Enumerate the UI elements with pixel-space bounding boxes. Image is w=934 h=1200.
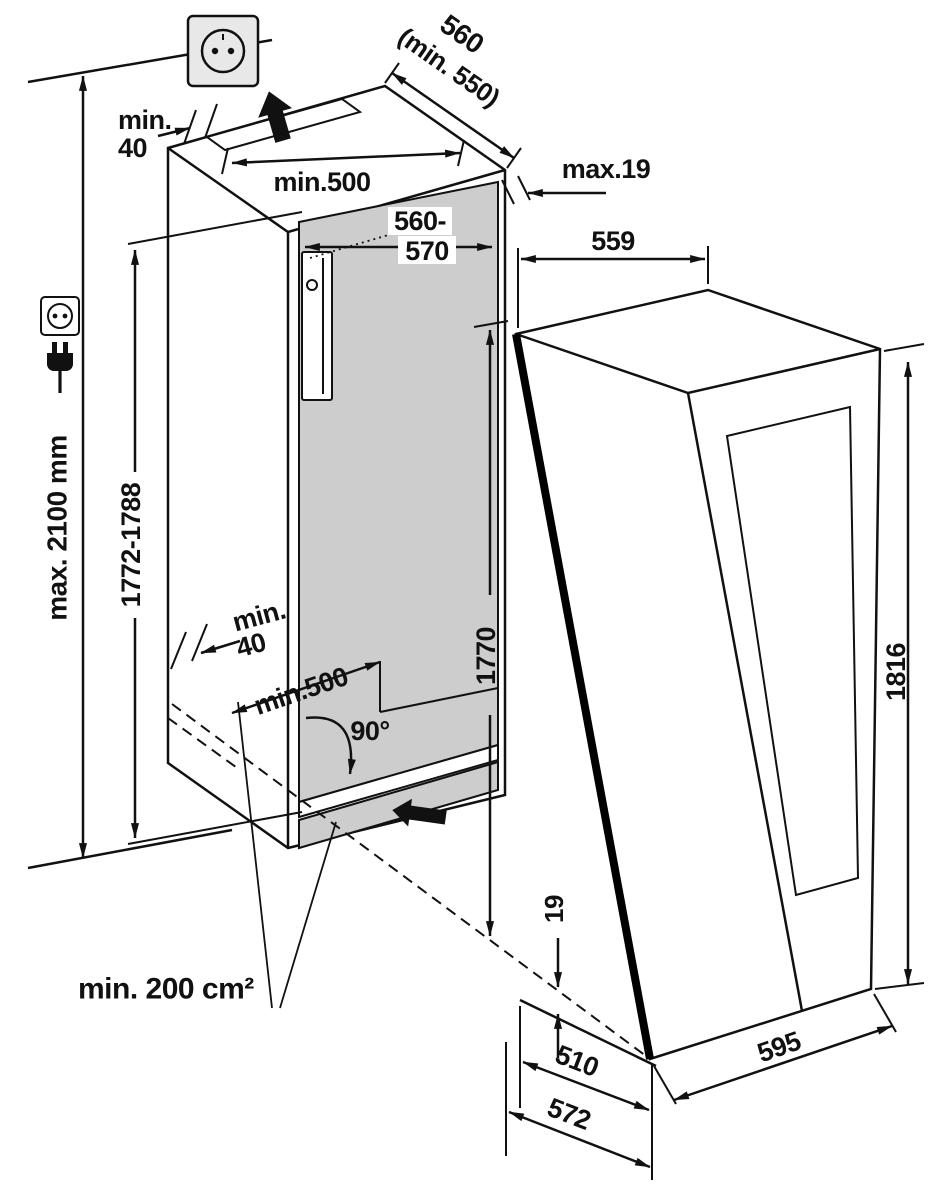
label-bg [398,236,456,264]
niche [298,180,499,850]
dim-bottom-vent-depth [231,660,381,715]
dim-depth-510 [522,1060,650,1112]
tick-line [183,109,197,145]
socket-hole [211,47,219,55]
arrow-top-gap [157,126,191,138]
label-niche-height: 1772-1788 [116,482,146,607]
plinth-vent-strip [298,760,499,850]
tick-line [204,103,218,139]
tick-line [191,623,208,662]
label-top-gap-1: min. [118,105,172,135]
ext-line [127,211,303,245]
label-bg [388,207,452,235]
hinge-hole [306,279,318,291]
airflow-up-arrow-icon [258,91,293,143]
ext-line [883,343,925,352]
label-top-gap-2: 40 [118,133,147,163]
vent-leader-2 [279,821,337,1009]
plug-body [47,353,73,371]
ext-line [874,982,925,990]
label-niche-width-2: 570 [405,236,449,266]
label-top-panel-thickness: max.19 [562,154,651,184]
label-door-angle: 90° [350,716,389,746]
appliance [512,288,882,1068]
socket-icon [186,14,260,88]
floor-front-edge [379,687,499,713]
arrow-bottom-gap [200,639,241,655]
base-alignment-dashed-line [171,703,651,1060]
label-overall-height: max. 2100 mm [42,435,73,620]
label-appliance-width: 595 [754,1026,805,1069]
vent-leader-1 [237,701,273,1009]
socket-well [200,28,246,74]
dim-depth-572 [508,1110,651,1169]
plug-pin [63,342,68,354]
dimension-lines [78,62,925,1180]
dashed-lines [167,703,651,1060]
hinge-plate [301,251,333,401]
label-appliance-depth: 559 [591,226,635,256]
outlet-hole [52,313,58,319]
label-niche-width-1: 560- [394,206,446,236]
plinth-recess-dashed-line [167,717,241,771]
plug-pin [52,342,57,354]
dim-top-vent-depth [231,149,461,167]
plug-icon [40,296,80,393]
outlet-hole [62,313,68,319]
door-panel-inset [725,405,860,897]
tick-line [501,179,515,205]
label-appliance-height: 1816 [881,642,911,701]
ext-line [653,1065,677,1105]
dotted-leader [309,230,403,259]
ext-line [384,62,400,84]
socket-hole [227,47,235,55]
ext-line [873,993,897,1033]
hinge-bracket [301,251,333,401]
outlet-well [47,303,73,329]
label-top-vent-depth: min.500 [273,167,370,197]
tick-line [517,175,531,201]
label-panel-thickness: 19 [539,895,569,923]
door-bottom-edge [519,998,657,1068]
tick-line [170,631,187,670]
label-inner-height: 1770 [471,627,501,685]
appliance-edges [515,332,881,1012]
furniture-door-edge-thick [512,333,654,1060]
dim-appliance-width [673,1024,893,1102]
vent-leader-lines [237,701,337,1009]
dim-top-width [391,71,515,160]
ext-line [473,320,509,328]
ext-line [506,147,522,169]
airflow-left-arrow-icon [392,798,447,827]
ext-line [457,139,465,167]
cabinet-edges [167,146,506,848]
ext-line [127,811,303,845]
floor-reference-line [27,828,233,870]
label-vent-area: min. 200 cm² [78,973,254,1006]
door-angle-arc [305,716,356,775]
ext-line [221,147,229,175]
